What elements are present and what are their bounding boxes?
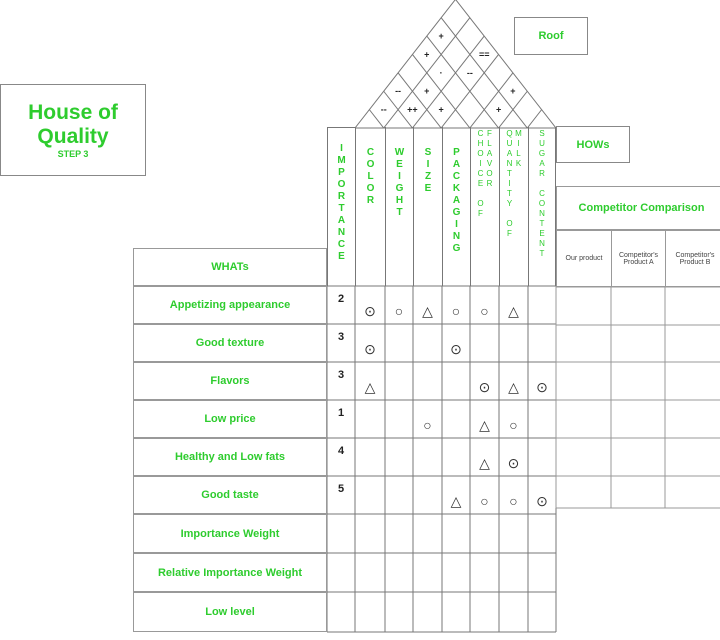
medium-relationship-icon: ○: [394, 303, 404, 319]
how-header-packaging: PACKAGING: [442, 127, 470, 286]
hows-label: HOWs: [556, 126, 630, 163]
strong-relationship-icon: ⊙: [450, 340, 462, 357]
how-label: SUGAR CONTENT: [537, 129, 547, 259]
what-row-label: Low price: [133, 400, 327, 438]
importance-value: 3: [337, 331, 345, 343]
title-line1: House of: [28, 101, 118, 124]
grid-line: [412, 35, 485, 129]
medium-relationship-icon: ○: [480, 303, 489, 319]
correlation-symbol: ==: [479, 49, 490, 59]
how-header-choice-of-flavor: CHOICE OF FLAVOR: [470, 127, 499, 286]
importance-value: 2: [337, 293, 345, 305]
correlation-symbol: ·: [440, 68, 443, 78]
weak-relationship-icon: △: [508, 302, 519, 319]
grid-line: [383, 90, 413, 129]
summary-row-label: Importance Weight: [133, 514, 327, 553]
competitor-title: Competitor Comparison: [556, 186, 720, 230]
what-row-label: Good taste: [133, 476, 327, 514]
medium-relationship-icon: ○: [509, 493, 518, 509]
correlation-symbol: +: [510, 86, 515, 96]
grid-line: [368, 109, 385, 129]
importance-value: 4: [337, 445, 345, 457]
how-label: COLOR: [365, 147, 376, 207]
how-header-weight: WEIGHT: [385, 127, 413, 286]
correlation-symbol: --: [467, 68, 473, 78]
correlation-symbol: ++: [407, 105, 418, 115]
importance-header: IMPORTANCE: [327, 127, 355, 286]
grid-line: [440, 17, 528, 129]
strong-relationship-icon: ⊙: [536, 492, 548, 509]
weak-relationship-icon: △: [450, 492, 462, 509]
grid-line: [455, 0, 557, 129]
competitor-col-product-b: Competitor's Product B: [665, 230, 720, 287]
what-row-label: Healthy and Low fats: [133, 438, 327, 476]
summary-row-label: Low level: [133, 592, 327, 632]
what-row-label: Flavors: [133, 362, 327, 400]
strong-relationship-icon: ⊙: [364, 340, 376, 357]
summary-row-label: Relative Importance Weight: [133, 553, 327, 592]
weak-relationship-icon: △: [479, 416, 490, 433]
how-label: WEIGHT: [394, 147, 405, 219]
grid-line: [412, 54, 471, 129]
how-label: QUANTITY OF MILK: [505, 129, 523, 239]
title-line2: Quality: [37, 125, 109, 148]
how-header-sugar-content: SUGAR CONTENT: [528, 127, 556, 286]
correlation-symbol: +: [424, 86, 429, 96]
roof-label: Roof: [514, 17, 588, 55]
whats-header: WHATs: [133, 248, 327, 286]
correlation-symbol: +: [439, 105, 444, 115]
grid-line: [469, 72, 514, 129]
title-box: House of Quality STEP 3: [0, 84, 146, 176]
what-row-label: Appetizing appearance: [133, 286, 327, 324]
weak-relationship-icon: △: [364, 378, 376, 395]
medium-relationship-icon: ○: [423, 417, 432, 433]
importance-value: 1: [337, 407, 345, 419]
importance-value: 5: [337, 483, 345, 495]
correlation-symbol: --: [395, 86, 401, 96]
medium-relationship-icon: ○: [451, 303, 461, 319]
competitor-col-product-a: Competitor's Product A: [611, 230, 666, 287]
how-header-quantity-of-milk: QUANTITY OF MILK: [499, 127, 528, 286]
how-header-color: COLOR: [355, 127, 385, 286]
how-label: SIZE: [422, 147, 434, 195]
strong-relationship-icon: ⊙: [478, 378, 491, 395]
competitor-col-our-product: Our product: [556, 230, 612, 287]
weak-relationship-icon: △: [508, 378, 519, 395]
what-row-label: Good texture: [133, 324, 327, 362]
grid-line: [526, 109, 543, 129]
title-step: STEP 3: [57, 149, 89, 159]
medium-relationship-icon: ○: [509, 417, 518, 433]
correlation-symbol: +: [424, 49, 429, 59]
correlation-symbol: +: [496, 105, 501, 115]
grid-line: [354, 0, 456, 129]
weak-relationship-icon: △: [422, 302, 433, 319]
how-label: CHOICE OF FLAVOR: [476, 129, 494, 219]
strong-relationship-icon: ⊙: [536, 378, 548, 395]
importance-value: 3: [337, 369, 345, 381]
how-header-size: SIZE: [413, 127, 442, 286]
grid-line: [397, 72, 442, 129]
correlation-symbol: +: [439, 31, 444, 41]
weak-relationship-icon: △: [479, 454, 490, 471]
strong-relationship-icon: ⊙: [507, 454, 520, 471]
strong-relationship-icon: ⊙: [364, 302, 376, 319]
medium-relationship-icon: ○: [480, 493, 489, 509]
how-label: PACKAGING: [451, 147, 462, 255]
correlation-symbol: --: [381, 105, 387, 115]
grid-line: [426, 35, 499, 129]
